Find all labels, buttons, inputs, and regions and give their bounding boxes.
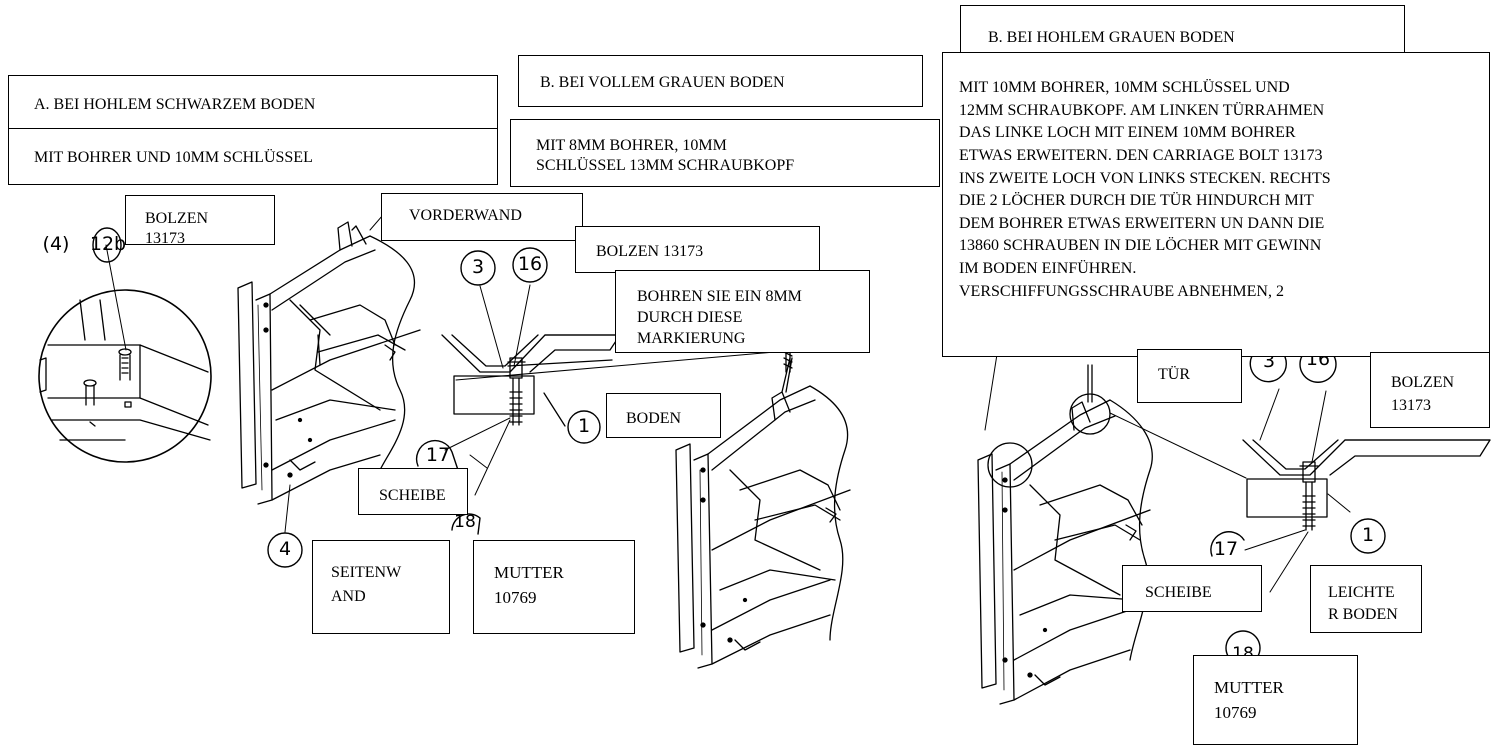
leichter-boden-label-text: LEICHTE R BODEN	[1328, 584, 1398, 623]
part-4-callout: 4	[278, 538, 292, 560]
leader-lines	[284, 214, 488, 533]
vorderwand-label-text: VORDERWAND	[409, 207, 522, 224]
mutter-label-text: MUTTER 10769	[494, 563, 564, 607]
leichter-boden-label: LEICHTE R BODEN	[1310, 565, 1422, 633]
part-17-right-callout: 17	[1213, 538, 1239, 560]
middle-section-detail	[441, 284, 776, 496]
section-b-hollow-instruction: MIT 10MM BOHRER, 10MM SCHLÜSSEL UND 12MM…	[942, 52, 1490, 357]
scheibe-right-label: SCHEIBE	[1122, 565, 1262, 612]
scheibe-label: SCHEIBE	[358, 468, 468, 515]
bolzen-right-label: BOLZEN 13173	[1370, 352, 1490, 428]
section-a-title: A. BEI HOHLEM SCHWARZEM BODEN	[8, 75, 498, 129]
bolzen-label-text: BOLZEN 13173	[145, 210, 209, 245]
bolt-detail-circle	[38, 244, 212, 463]
mutter-right-label-text: MUTTER 10769	[1214, 678, 1284, 722]
scheibe-right-label-text: SCHEIBE	[1145, 584, 1212, 601]
section-a-instruction: MIT BOHRER UND 10MM SCHLÜSSEL	[8, 128, 498, 185]
bolzen-13173-label-text: BOLZEN 13173	[596, 243, 704, 260]
boden-label: BODEN	[606, 393, 721, 438]
left-floor-assembly	[237, 221, 421, 505]
boden-label-text: BODEN	[626, 410, 682, 427]
mutter-right-label: MUTTER 10769	[1193, 655, 1358, 745]
tuer-label-text: TÜR	[1158, 366, 1190, 383]
scheibe-label-text: SCHEIBE	[379, 487, 446, 504]
bolzen-label: BOLZEN 13173	[125, 195, 275, 245]
drill-note-label: BOHREN SIE EIN 8MM DURCH DIESE MARKIERUN…	[615, 270, 870, 353]
mutter-label: MUTTER 10769	[473, 540, 635, 634]
drill-note-text: BOHREN SIE EIN 8MM DURCH DIESE MARKIERUN…	[637, 288, 802, 347]
section-b-full-title-text: B. BEI VOLLEM GRAUEN BODEN	[540, 74, 785, 91]
vorderwand-label: VORDERWAND	[381, 193, 583, 241]
seitenwand-label-text: SEITENW AND	[331, 564, 402, 605]
callout-circles	[92, 227, 1386, 657]
part-1-right-callout: 1	[1361, 524, 1375, 546]
part-1-callout: 1	[577, 415, 591, 437]
seitenwand-label: SEITENW AND	[312, 540, 450, 634]
right-section-detail	[1087, 364, 1491, 593]
section-a-title-text: A. BEI HOHLEM SCHWARZEM BODEN	[34, 96, 316, 113]
bolzen-13173-label: BOLZEN 13173	[575, 226, 820, 273]
qty-4-label: (4)	[42, 233, 70, 255]
part-18-callout: 18	[454, 512, 476, 532]
bolzen-right-label-text: BOLZEN 13173	[1391, 374, 1455, 415]
section-a-instruction-text: MIT BOHRER UND 10MM SCHLÜSSEL	[34, 149, 313, 166]
tuer-label: TÜR	[1137, 349, 1242, 403]
middle-door-assembly	[675, 349, 851, 669]
right-door-assembly	[977, 347, 1153, 705]
part-12b-callout: 12b	[89, 233, 127, 255]
section-b-hollow-instruction-text: MIT 10MM BOHRER, 10MM SCHLÜSSEL UND 12MM…	[959, 79, 1331, 300]
section-b-full-instruction: MIT 8MM BOHRER, 10MM SCHLÜSSEL 13MM SCHR…	[510, 119, 940, 187]
part-16-callout: 16	[517, 253, 543, 275]
section-b-full-title: B. BEI VOLLEM GRAUEN BODEN	[518, 55, 923, 107]
part-3-callout: 3	[471, 256, 485, 278]
section-b-full-instruction-text: MIT 8MM BOHRER, 10MM SCHLÜSSEL 13MM SCHR…	[536, 137, 795, 174]
section-b-hollow-title-text: B. BEI HOHLEM GRAUEN BODEN	[988, 29, 1235, 46]
part-17-callout: 17	[425, 444, 451, 466]
